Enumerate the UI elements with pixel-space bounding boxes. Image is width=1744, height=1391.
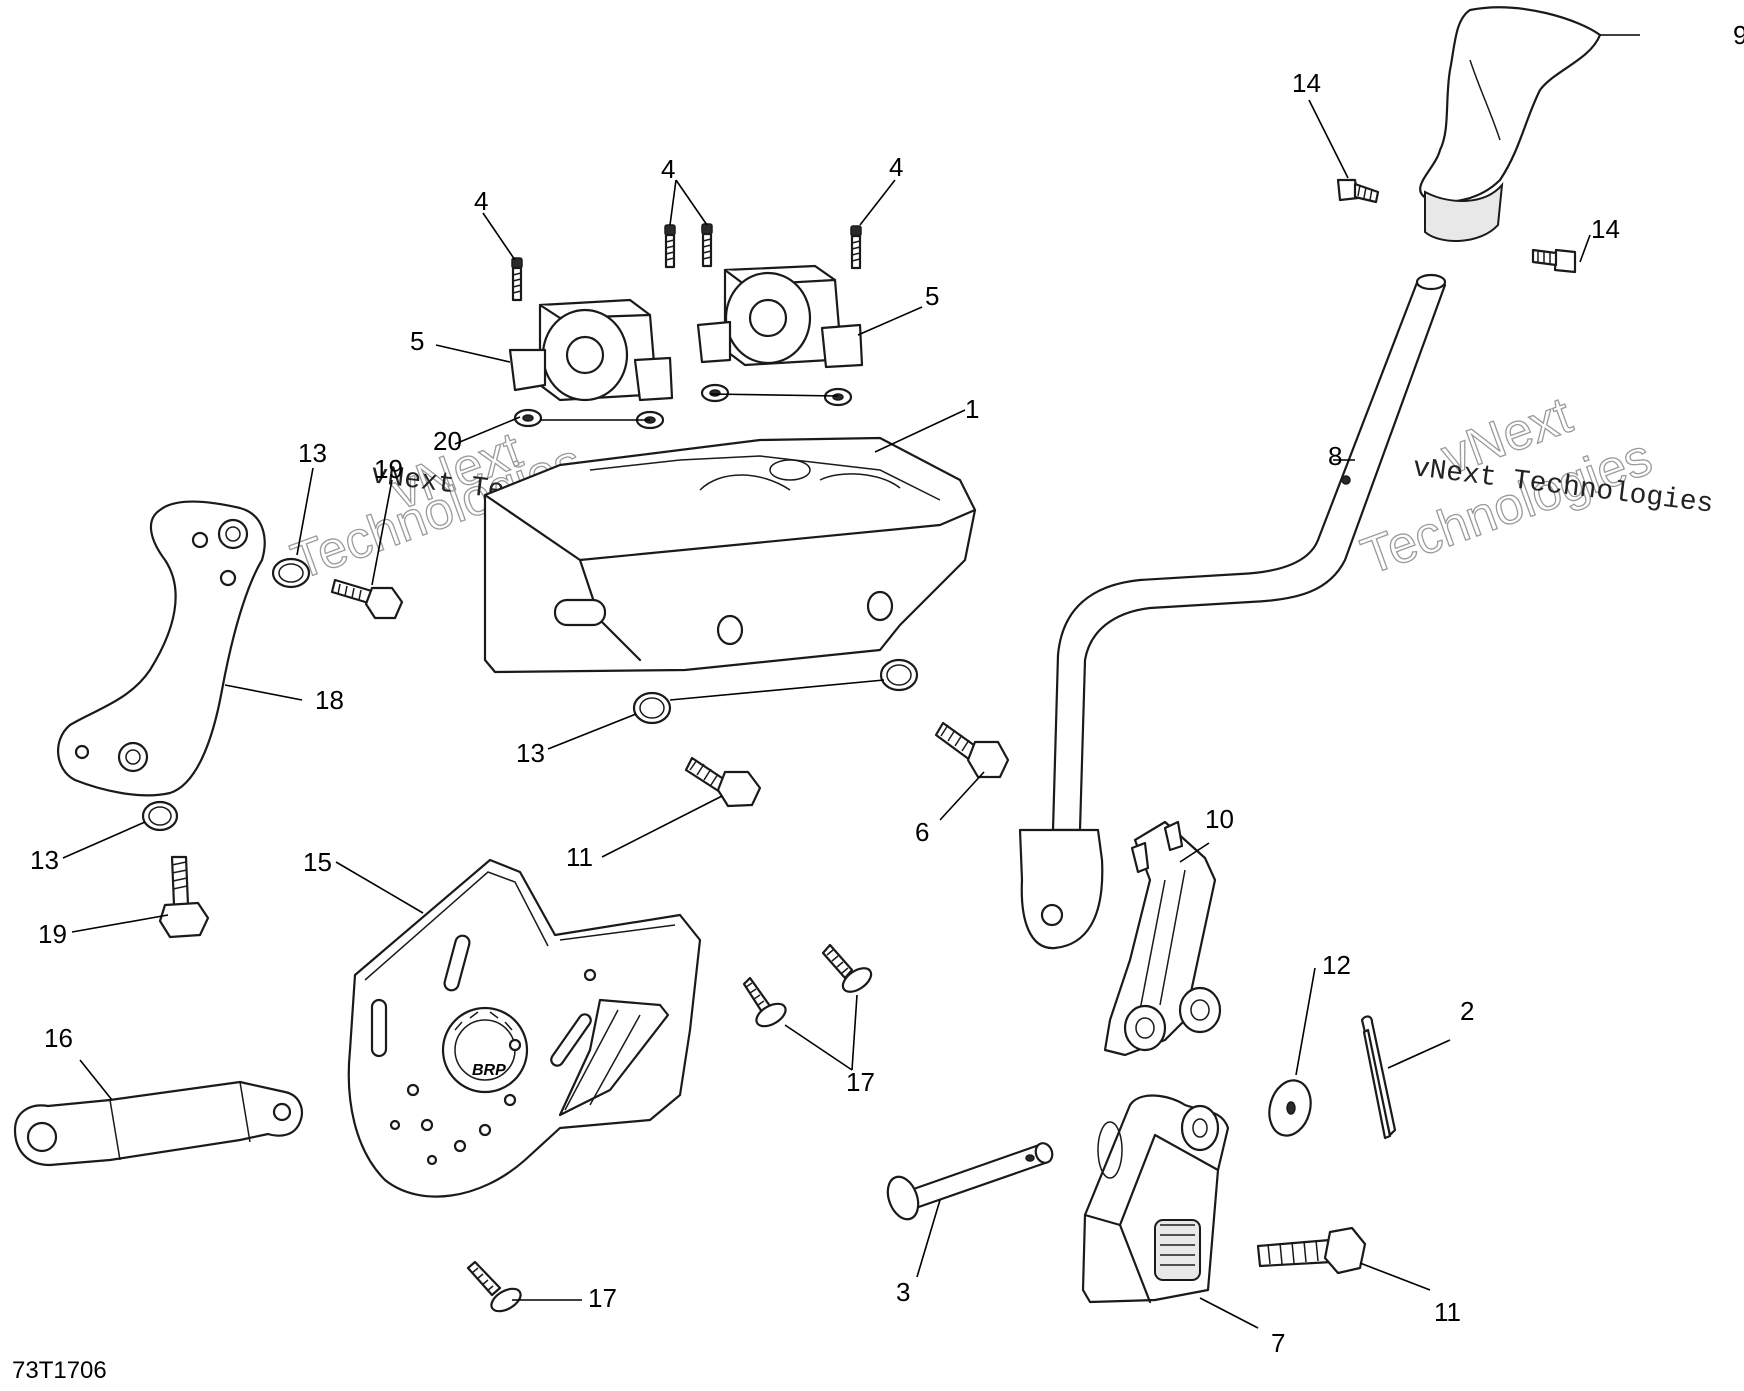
- brp-logo-text: BRP: [472, 1062, 506, 1079]
- callout-11: 11: [566, 842, 593, 872]
- callout-9: 9: [1733, 20, 1744, 50]
- part-13-o-ring-a: [271, 557, 311, 589]
- callout-14: 14: [1591, 214, 1620, 244]
- part-3-clevis-pin: [886, 1142, 1054, 1221]
- part-4-screw-a: [511, 257, 523, 302]
- callout-7: 7: [1271, 1328, 1285, 1358]
- part-1-main-bracket: [483, 436, 977, 674]
- part-6-flange-bolt: [934, 721, 1010, 779]
- part-19-bolt-b: [158, 855, 210, 939]
- part-15-cover-plate: BRP: [347, 858, 702, 1198]
- callout-4: 4: [474, 186, 488, 216]
- callout-4: 4: [661, 154, 675, 184]
- part-11-flange-bolt-a: [684, 756, 762, 808]
- callout-16: 16: [44, 1023, 73, 1053]
- part-20-nut-d: [823, 387, 853, 407]
- callout-19: 19: [38, 919, 67, 949]
- part-18-curved-bracket: [56, 500, 266, 797]
- callout-2: 2: [1460, 996, 1474, 1026]
- callout-5: 5: [410, 326, 424, 356]
- callout-20: 20: [433, 426, 462, 456]
- callout-6: 6: [915, 817, 929, 847]
- part-10-link: [1103, 820, 1222, 1057]
- callout-5: 5: [925, 281, 939, 311]
- callout-10: 10: [1205, 804, 1234, 834]
- part-17-screw-b: [821, 943, 873, 993]
- part-4-screw-b: [664, 224, 676, 269]
- part-13-o-ring-c: [879, 658, 919, 692]
- callout-17: 17: [588, 1283, 617, 1313]
- part-5-shifter-block-left: [508, 298, 674, 402]
- part-5-shifter-block-right: [696, 264, 864, 369]
- part-13-o-ring-d: [141, 800, 179, 832]
- callout-18: 18: [315, 685, 344, 715]
- callout-8: 8: [1328, 441, 1342, 471]
- part-12-washer: [1268, 1079, 1312, 1137]
- diagram-catalog-number: 73T1706: [12, 1357, 107, 1384]
- callout-17: 17: [846, 1067, 875, 1097]
- leader-lines: [62, 34, 1640, 1329]
- callout-numbers: 4 4 4 5 5 20 1 13 19 18 13 13 11 6 15 19…: [30, 20, 1744, 1358]
- part-17-screw-a: [742, 976, 787, 1028]
- part-4-screw-d: [850, 225, 862, 270]
- part-11-flange-bolt-b: [1256, 1226, 1367, 1275]
- callout-15: 15: [303, 847, 332, 877]
- part-14-set-screw-b: [1531, 248, 1577, 274]
- part-20-nut-a: [513, 408, 543, 428]
- callout-4: 4: [889, 152, 903, 182]
- part-14-set-screw-a: [1336, 178, 1380, 204]
- callout-13: 13: [516, 738, 545, 768]
- callout-1: 1: [965, 394, 979, 424]
- callout-13: 13: [298, 438, 327, 468]
- part-8-shift-lever-rod: [1018, 273, 1447, 950]
- part-16-link-rod: [13, 1080, 303, 1167]
- callout-14: 14: [1292, 68, 1321, 98]
- callout-19: 19: [374, 454, 403, 484]
- part-2-cotter-pin: [1360, 1015, 1397, 1140]
- part-4-screw-c: [701, 223, 713, 268]
- part-9-shift-knob: [1419, 6, 1602, 242]
- watermark-right: vNext Technologies vNext Technologies: [1354, 385, 1715, 586]
- part-7-shift-lever-clevis: [1081, 1094, 1230, 1304]
- part-17-screw-c: [466, 1260, 522, 1313]
- part-20-nut-c: [700, 383, 730, 403]
- callout-13: 13: [30, 845, 59, 875]
- callout-3: 3: [896, 1277, 910, 1307]
- callout-12: 12: [1322, 950, 1351, 980]
- part-13-o-ring-b: [632, 691, 672, 725]
- callout-11: 11: [1434, 1297, 1461, 1327]
- part-19-bolt-a: [330, 578, 404, 620]
